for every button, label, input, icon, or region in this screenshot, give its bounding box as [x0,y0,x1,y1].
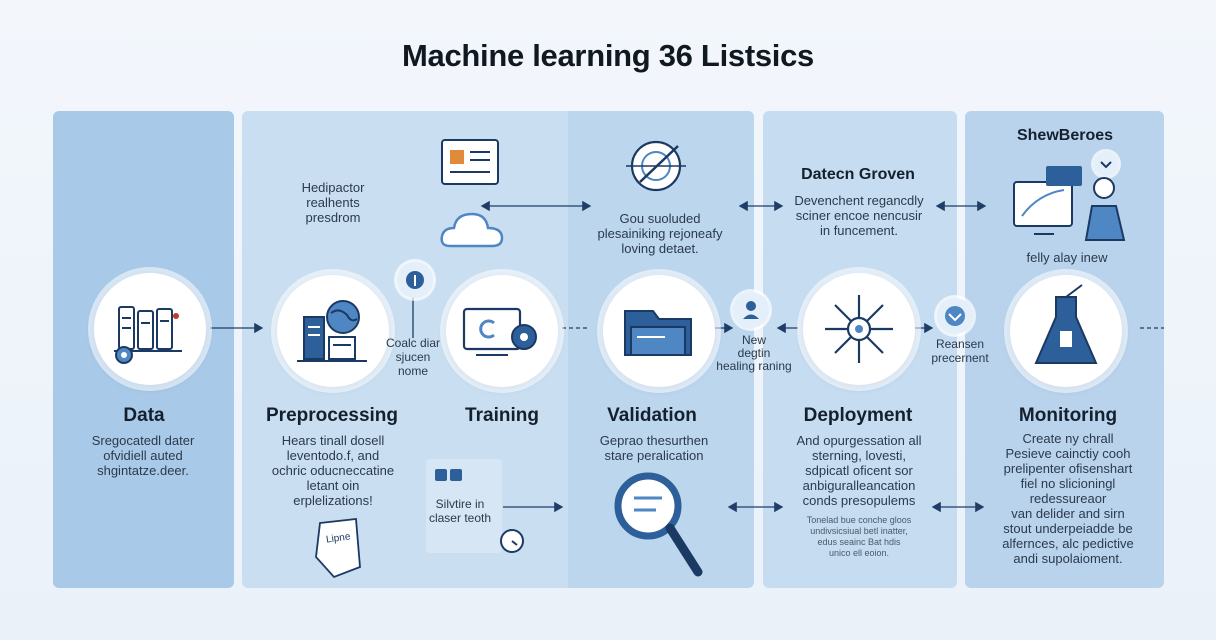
stage-label-monitoring: Monitoring [1018,405,1118,426]
person-badge-icon [733,292,769,328]
folder-icon [624,310,692,356]
chevron-down-icon [1094,152,1118,176]
stage-label-deployment: Deployment [803,405,913,426]
info-badge-icon [397,262,433,298]
clock-icon [500,529,524,553]
feedback-badge-icon [937,298,973,334]
stage-label-training: Training [465,405,539,426]
info-card [426,459,524,553]
flask-icon [1034,284,1098,364]
workstation-icon [1013,166,1126,241]
stage-label-preprocessing: Preprocessing [266,405,398,426]
page-title: Machine learning 36 Listsics [402,38,814,73]
monitor-gear-icon [462,307,537,356]
validation-stage-circle [603,275,715,387]
network-burst-icon [825,295,893,363]
document-icon [441,139,499,185]
monitoring-stage-circle [1010,275,1122,387]
magnifier-icon [614,472,703,577]
card-icons [435,469,462,481]
server-globe-icon [297,300,367,362]
preprocessing-stage-circle [277,275,389,387]
mon-top-note: felly alay inew [1026,250,1108,265]
stage-label-validation: Validation [607,405,697,426]
monitoring-top-heading: ShewBeroes [1016,127,1114,144]
cloud-icon [440,212,504,248]
deployment-top-heading: Datecn Groven [801,166,915,183]
training-stage-circle [446,275,558,387]
server-rack-gear-icon [114,306,182,364]
deployment-stage-circle [803,273,915,385]
compass-target-icon [626,140,686,192]
paper-note-icon [315,518,361,579]
stage-label-data: Data [123,405,165,426]
data-stage-circle [94,273,206,385]
